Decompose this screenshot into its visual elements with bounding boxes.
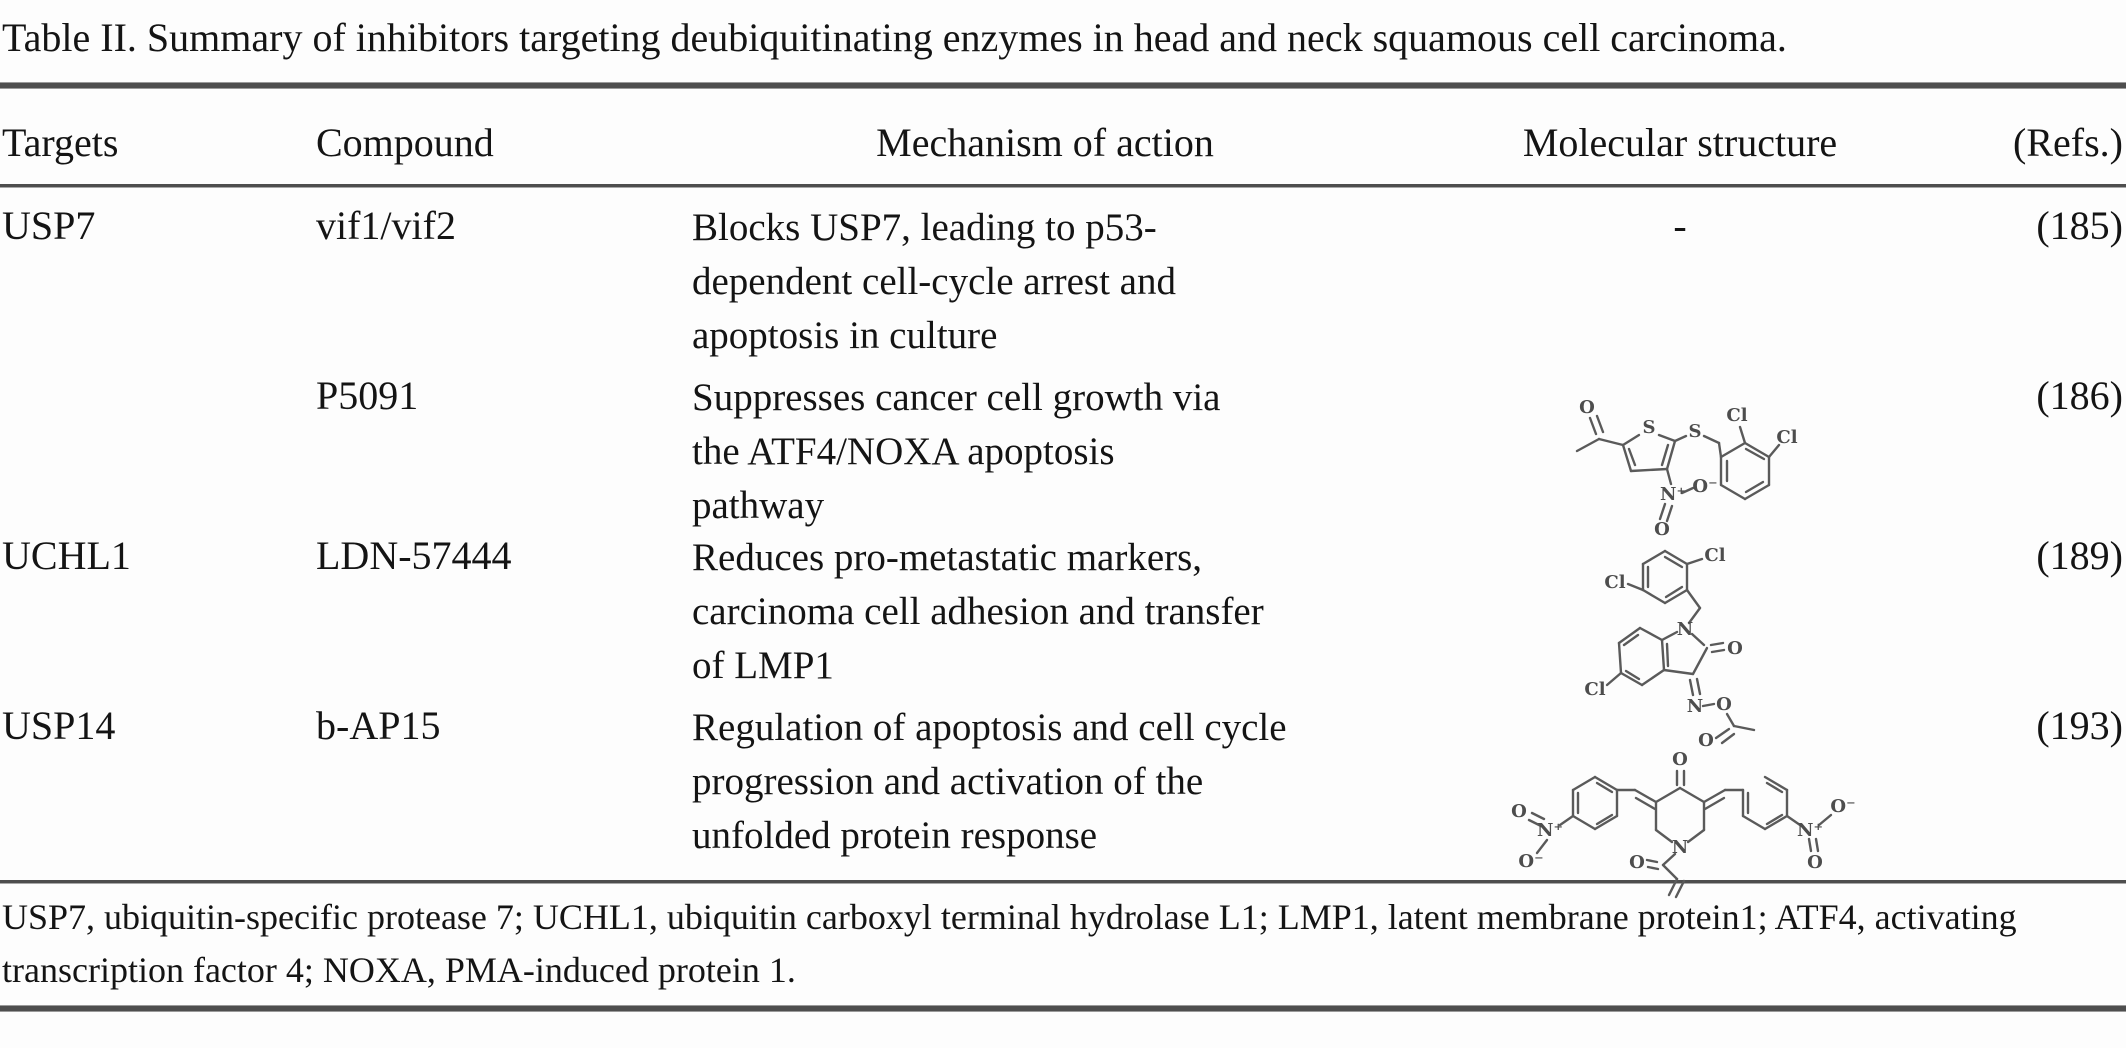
body-bottom-rule [0,880,2126,883]
mechanism-cell: Reduces pro-metastatic markers, carcinom… [692,536,1264,687]
structure-cell: O O N⁺ O⁻ N⁺ O O⁻ N O [1400,687,1960,899]
mechanism-cell: Suppresses cancer cell growth via the AT… [692,376,1221,527]
header-rule [0,184,2126,187]
target-cell: USP7 [2,203,96,248]
table-caption: Table II. Summary of inhibitors targetin… [2,15,1787,60]
atom-label: O [1698,730,1714,751]
structure-cell-dash: - [1673,203,1687,248]
refs-cell: (185) [2036,203,2123,248]
atom-label: O [1511,801,1527,822]
title-rule [0,83,2126,88]
atom-label: Cl [1776,427,1797,448]
atom-label: N⁺ [1797,820,1823,841]
atom-label: O⁻ [1518,851,1543,872]
atom-label: Cl [1584,679,1605,700]
atom-label: O [1629,852,1645,873]
refs-cell: (193) [2036,703,2123,748]
header-mechanism: Mechanism of action [876,120,1214,165]
mechanism-cell: Blocks USP7, leading to p53- dependent c… [692,206,1176,357]
compound-cell: LDN-57444 [316,533,512,578]
atom-label: S [1643,417,1656,438]
atom-label: N [1677,619,1693,640]
compound-cell: P5091 [316,373,419,418]
atom-labels: Cl Cl N O Cl N O O [1584,545,1742,751]
header-targets: Targets [2,120,119,165]
target-cell: USP14 [2,703,116,748]
atom-label: O [1807,852,1823,873]
atom-label: N⁺ [1660,484,1686,505]
atom-label: O [1579,397,1595,418]
atom-label: N [1672,837,1688,858]
header-compound: Compound [316,120,494,165]
bottom-rule [0,1006,2126,1011]
target-cell: UCHL1 [2,533,131,578]
atom-label: O [1672,749,1688,770]
bond-lines [1527,769,1833,899]
atom-label: O [1716,694,1732,715]
header-structure: Molecular structure [1522,120,1838,165]
b-ap15-structure-drawing: O O N⁺ O⁻ N⁺ O O⁻ N O [1511,749,1856,899]
refs-cell: (189) [2036,533,2123,578]
atom-label: O⁻ [1692,476,1717,497]
atom-label: O [1727,638,1743,659]
atom-label: O [1654,519,1670,540]
bond-lines [1575,414,1781,523]
refs-cell: (186) [2036,373,2123,418]
table-body: USP7 vif1/vif2 Blocks USP7, leading to p… [0,187,2126,899]
atom-labels: O S S Cl Cl N⁺ O⁻ O [1579,397,1798,540]
compound-cell: vif1/vif2 [316,203,456,248]
structure-cell: Cl Cl N O Cl N O O [1400,517,1960,751]
compound-cell: b-AP15 [316,703,441,748]
atom-label: Cl [1704,545,1725,566]
ldn-57444-structure-drawing: Cl Cl N O Cl N O O [1584,545,1756,751]
bond-lines [1605,549,1756,745]
atom-label: Cl [1726,405,1747,426]
atom-labels: O O N⁺ O⁻ N⁺ O O⁻ N O [1511,749,1855,873]
table-header-row: Targets Compound Mechanism of action Mol… [0,88,2126,184]
structure-cell: O S S Cl Cl N⁺ O⁻ O [1400,357,1960,540]
mechanism-cell: Regulation of apoptosis and cell cycle p… [692,706,1287,857]
header-refs: (Refs.) [2013,120,2123,165]
atom-label: N [1687,696,1703,717]
p5091-structure-drawing: O S S Cl Cl N⁺ O⁻ O [1575,397,1798,540]
target-cell [0,357,310,517]
atom-label: Cl [1604,572,1625,593]
atom-label: N⁺ [1537,820,1563,841]
table-footnote: USP7, ubiquitin-specific protease 7; UCH… [2,897,2017,990]
atom-label: O⁻ [1830,796,1855,817]
atom-label: S [1689,421,1702,442]
